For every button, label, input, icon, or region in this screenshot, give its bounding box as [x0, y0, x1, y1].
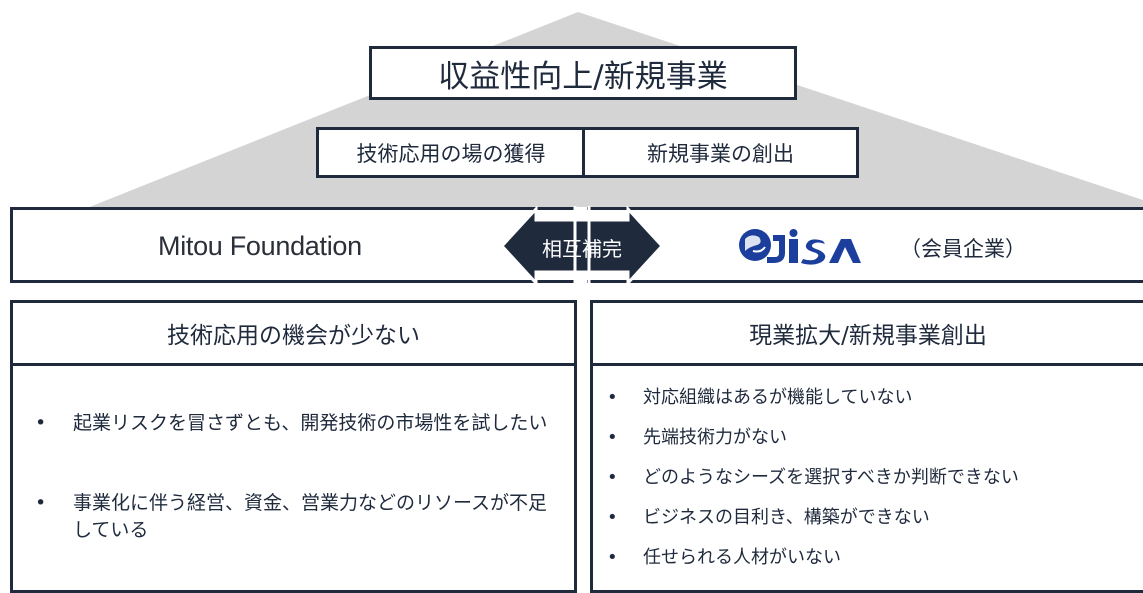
bullet-dot: • [35, 492, 47, 514]
jisa-logo-icon [739, 229, 861, 265]
list-item: • 対応組織はあるが機能していない [607, 384, 1137, 424]
left-org-name: Mitou Foundation [158, 230, 362, 261]
right-bullet-0: 対応組織はあるが機能していない [643, 387, 913, 408]
left-org: Mitou Foundation [158, 228, 458, 264]
list-item: • 事業化に伴う経営、資金、営業力などのリソースが不足している [35, 490, 555, 570]
mutual-label: 相互補完 [542, 236, 622, 261]
list-item: • どのようなシーズを選択すべきか判断できない [607, 464, 1137, 504]
sub-right-box: 新規事業の創出 [582, 127, 859, 178]
right-bullet-1: 先端技術力がない [643, 427, 787, 448]
mutual-arrow-icon [502, 206, 662, 286]
right-body-box: • 対応組織はあるが機能していない • 先端技術力がない • どのようなシーズを… [590, 363, 1143, 593]
bullet-dot: • [607, 387, 618, 408]
list-item: • 起業リスクを冒さずとも、開発技術の市場性を試したい [35, 410, 555, 490]
top-title: 収益性向上/新規事業 [438, 58, 728, 95]
left-bullet-list: • 起業リスクを冒さずとも、開発技術の市場性を試したい • 事業化に伴う経営、資… [35, 410, 555, 570]
sub-right-label: 新規事業の創出 [647, 141, 794, 166]
right-heading: 現業拡大/新規事業創出 [749, 323, 987, 349]
right-bullet-list: • 対応組織はあるが機能していない • 先端技術力がない • どのようなシーズを… [607, 384, 1137, 584]
bullet-dot: • [35, 412, 47, 434]
right-bullet-4: 任せられる人材がいない [643, 547, 841, 568]
roof-triangle [82, 12, 1143, 210]
left-body-box: • 起業リスクを冒さずとも、開発技術の市場性を試したい • 事業化に伴う経営、資… [10, 363, 577, 593]
jisa-logo [733, 225, 913, 269]
left-heading: 技術応用の機会が少ない [167, 323, 420, 349]
right-org-suffix: （会員企業） [900, 237, 1026, 261]
list-item: • 先端技術力がない [607, 424, 1137, 464]
sub-left-box: 技術応用の場の獲得 [316, 127, 586, 178]
right-org: （会員企業） [900, 232, 1040, 264]
bullet-dot: • [607, 547, 618, 568]
sub-left-label: 技術応用の場の獲得 [356, 141, 546, 166]
list-item: • 任せられる人材がいない [607, 544, 1137, 584]
left-bullet-1: 事業化に伴う経営、資金、営業力などのリソースが不足している [73, 492, 548, 541]
right-heading-box: 現業拡大/新規事業創出 [590, 300, 1143, 366]
left-bullet-0: 起業リスクを冒さずとも、開発技術の市場性を試したい [73, 412, 548, 434]
right-bullet-3: ビジネスの目利き、構築ができない [643, 507, 930, 528]
mutual-label-wrap: 相互補完 [502, 230, 662, 264]
left-heading-box: 技術応用の機会が少ない [10, 300, 577, 366]
bullet-dot: • [607, 507, 618, 528]
right-bullet-2: どのようなシーズを選択すべきか判断できない [643, 467, 1019, 488]
list-item: • ビジネスの目利き、構築ができない [607, 504, 1137, 544]
bullet-dot: • [607, 467, 618, 488]
top-title-box: 収益性向上/新規事業 [369, 46, 797, 100]
bullet-dot: • [607, 427, 618, 448]
